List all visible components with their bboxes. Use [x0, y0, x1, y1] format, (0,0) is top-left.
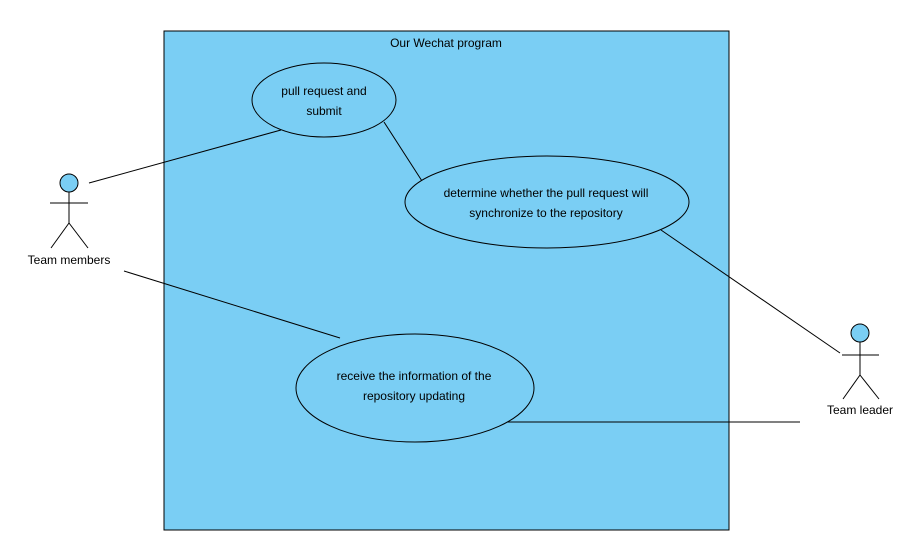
use-case-receive-info[interactable]: receive the information of the repositor… — [295, 333, 535, 443]
use-case-label: receive the information of the — [337, 369, 492, 383]
use-case-label: repository updating — [363, 389, 465, 403]
use-case-determine-sync[interactable]: determine whether the pull request will … — [404, 155, 690, 249]
use-case-label: pull request and — [281, 84, 366, 98]
system-title: Our Wechat program — [390, 36, 502, 50]
association-members-receive[interactable] — [123, 270, 341, 339]
use-case-pull-request[interactable]: pull request and submit — [251, 62, 397, 138]
actor-label: Team leader — [827, 403, 893, 417]
actor-head-icon — [850, 323, 870, 343]
association-members-pull-request[interactable] — [88, 129, 282, 184]
use-case-label: submit — [306, 104, 342, 118]
use-case-label: determine whether the pull request will — [444, 186, 649, 200]
actor-head-icon — [59, 173, 79, 193]
use-case-label: synchronize to the repository — [469, 206, 622, 220]
association-determine-leader[interactable] — [660, 229, 841, 354]
system-boundary[interactable] — [163, 30, 730, 531]
actor-label: Team members — [28, 253, 111, 267]
actor-team-members[interactable]: Team members — [28, 173, 111, 267]
actor-team-leader[interactable]: Team leader — [827, 323, 893, 417]
association-pull-request-determine[interactable] — [383, 121, 423, 182]
associations — [88, 121, 841, 423]
